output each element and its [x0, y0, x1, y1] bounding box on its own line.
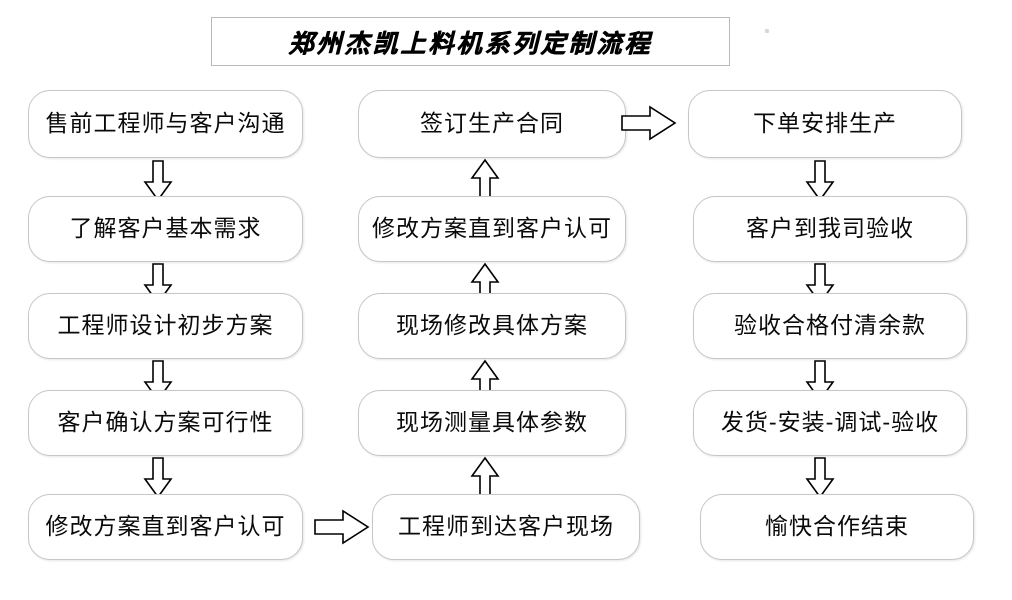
node-label: 发货-安装-调试-验收 [720, 409, 940, 436]
arrow-down-icon [805, 457, 835, 499]
node-label: 现场修改具体方案 [396, 312, 588, 339]
node-label: 验收合格付清余款 [734, 312, 926, 339]
node-label: 售前工程师与客户沟通 [45, 110, 286, 137]
node-label: 工程师设计初步方案 [57, 312, 274, 339]
arrow-down-icon [143, 160, 173, 202]
node-label: 愉快合作结束 [765, 513, 909, 540]
node-pleasant-cooperation-end[interactable]: 愉快合作结束 [700, 494, 974, 560]
arrow-down-icon [805, 160, 835, 202]
node-pay-balance-after-acceptance[interactable]: 验收合格付清余款 [693, 293, 967, 359]
node-engineer-arrive-onsite[interactable]: 工程师到达客户现场 [372, 494, 640, 560]
arrow-right-icon [313, 508, 371, 546]
node-label: 修改方案直到客户认可 [45, 513, 286, 540]
node-place-order-arrange-production[interactable]: 下单安排生产 [688, 90, 962, 158]
node-sign-production-contract[interactable]: 签订生产合同 [358, 90, 626, 158]
node-sales-engineer-communicate[interactable]: 售前工程师与客户沟通 [28, 90, 303, 158]
node-revise-until-approved-middle[interactable]: 修改方案直到客户认可 [358, 196, 626, 262]
arrow-up-icon [470, 456, 500, 498]
node-label: 现场测量具体参数 [396, 409, 588, 436]
node-customer-confirm-feasibility[interactable]: 客户确认方案可行性 [28, 390, 303, 456]
chart-title: 郑州杰凯上料机系列定制流程 [288, 28, 653, 58]
node-label: 客户确认方案可行性 [57, 409, 274, 436]
chart-title-box: 郑州杰凯上料机系列定制流程 [211, 17, 730, 66]
node-label: 工程师到达客户现场 [398, 513, 614, 540]
node-onsite-measure-parameters[interactable]: 现场测量具体参数 [358, 390, 626, 456]
node-onsite-revise-plan[interactable]: 现场修改具体方案 [358, 293, 626, 359]
node-ship-install-debug-accept[interactable]: 发货-安装-调试-验收 [693, 390, 967, 456]
arrow-down-icon [143, 457, 173, 499]
arrow-up-icon [470, 158, 500, 200]
node-understand-basic-needs[interactable]: 了解客户基本需求 [28, 196, 303, 262]
node-customer-inspection-at-factory[interactable]: 客户到我司验收 [693, 196, 967, 262]
node-label: 签订生产合同 [420, 110, 564, 137]
node-label: 修改方案直到客户认可 [372, 215, 612, 242]
node-label: 客户到我司验收 [746, 215, 914, 242]
arrow-right-icon [620, 104, 678, 142]
speck-artifact [765, 29, 769, 33]
node-engineer-initial-design[interactable]: 工程师设计初步方案 [28, 293, 303, 359]
node-revise-until-approved-left[interactable]: 修改方案直到客户认可 [28, 494, 303, 560]
node-label: 了解客户基本需求 [69, 215, 262, 242]
node-label: 下单安排生产 [753, 110, 897, 137]
